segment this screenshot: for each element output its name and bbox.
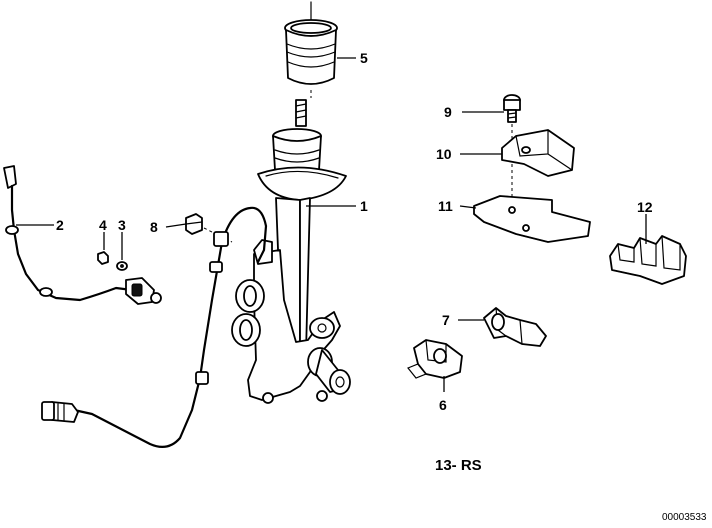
callouts: 5 1 2 4 3 8 9 10 11 12 7 6 [56,50,653,413]
part-10-bracket [501,129,575,198]
part-7-clip [483,307,547,347]
group-label: 13- RS [435,457,482,474]
reference-number: 00003533 [662,512,707,523]
part-11-plate [473,195,591,243]
part-12-cable-clip [609,235,687,285]
callout-3: 3 [118,217,126,233]
callout-2: 2 [56,217,64,233]
callout-1: 1 [360,198,368,214]
part-3-washer [116,261,128,271]
callout-11: 11 [438,198,453,214]
callout-5: 5 [360,50,368,66]
callout-9: 9 [444,104,452,120]
callout-7: 7 [442,312,450,328]
part-2-sensor-cable [3,165,162,305]
callout-10: 10 [436,146,452,162]
part-4-bolt [97,251,109,265]
callout-4: 4 [99,217,107,233]
leader-lines [16,57,647,392]
part-9-screw [503,94,521,140]
callout-8: 8 [150,219,158,235]
front-sensor-cable [41,206,268,449]
callout-6: 6 [439,397,447,413]
callout-12: 12 [637,199,653,215]
part-5-protective-boot [284,1,338,98]
part-6-clip [407,339,463,379]
part-1-strut-assembly [231,99,351,404]
